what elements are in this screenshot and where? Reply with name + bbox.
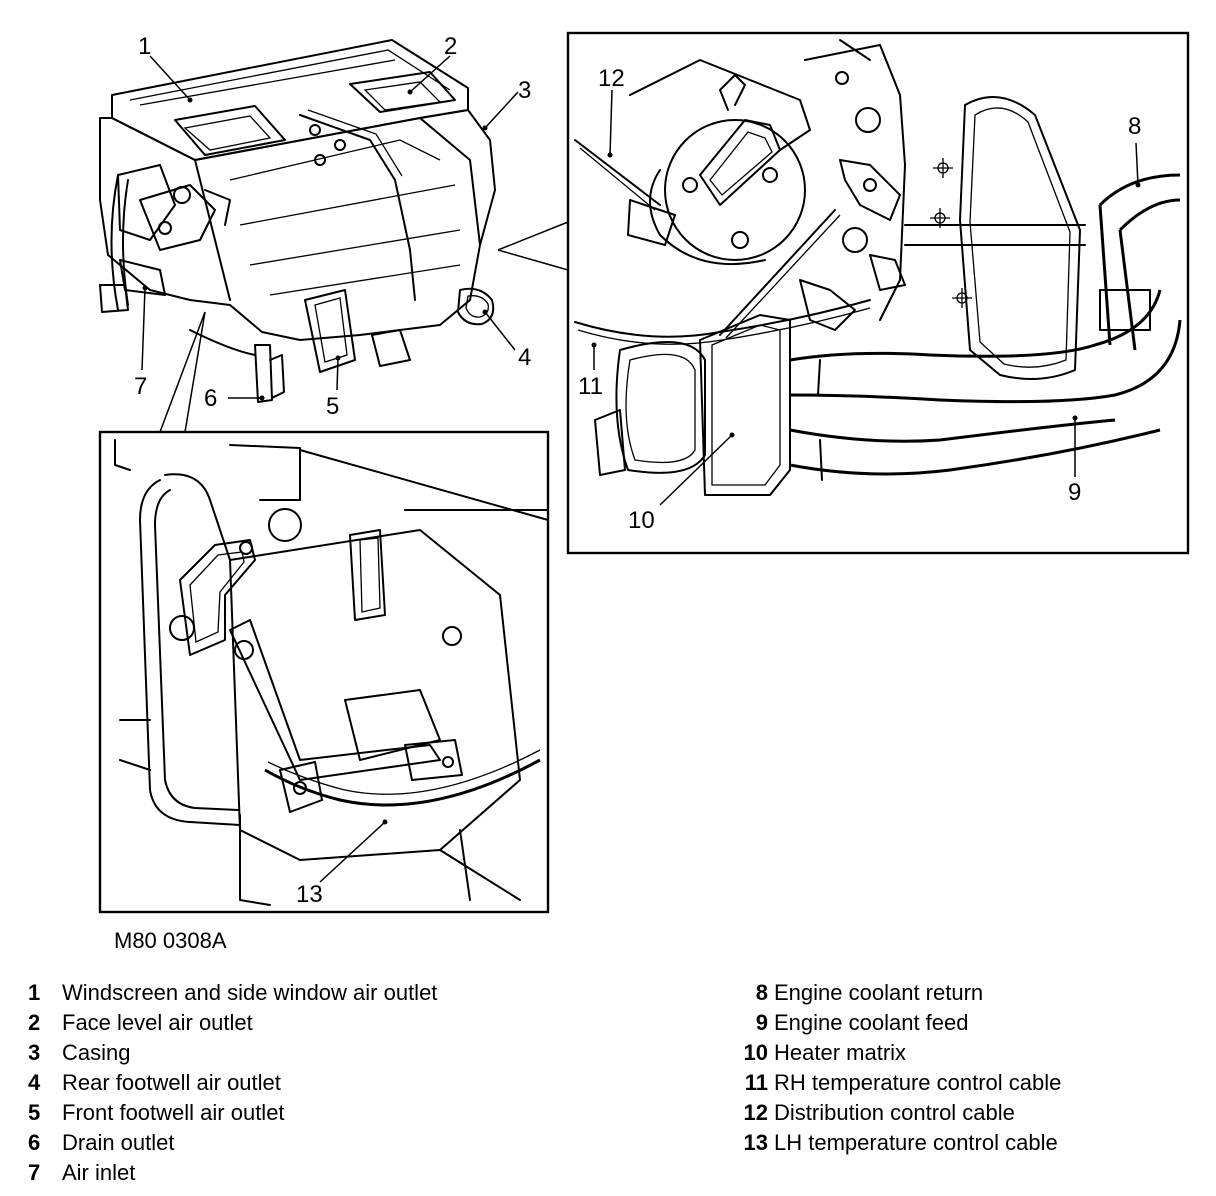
callout-13: 13 [296,881,323,908]
callout-3: 3 [518,77,531,104]
callout-9: 9 [1068,479,1081,506]
legend-item: 6 Drain outlet [28,1128,437,1158]
legend-label: LH temperature control cable [774,1130,1058,1155]
callout-12: 12 [598,65,625,92]
legend-label: Face level air outlet [62,1010,253,1035]
legend-number: 5 [28,1100,41,1125]
heater-assembly-diagram: 1 2 3 4 5 6 7 8 9 10 11 12 13 M80 0308A [98,31,1190,953]
legend-number: 10 [743,1040,768,1065]
legend-item: 3 Casing [28,1038,437,1068]
legend-number: 13 [743,1130,768,1155]
inset-lh-illustration [114,439,549,906]
legend-item: 2 Face level air outlet [28,1008,437,1038]
callout-5: 5 [326,393,339,420]
legend-number: 12 [743,1100,768,1125]
figure-code: M80 0308A [114,928,227,953]
callout-1: 1 [138,33,151,60]
legend-label: Windscreen and side window air outlet [62,980,438,1005]
heater-unit-illustration [99,39,496,403]
legend-number: 7 [28,1160,41,1185]
legend-label: Engine coolant return [774,980,984,1005]
legend-number: 9 [755,1010,768,1035]
callout-7: 7 [134,373,147,400]
legend-label: Heater matrix [774,1040,907,1065]
legend-label: Engine coolant feed [774,1010,969,1035]
callout-leaders [141,55,1141,883]
legend-label: Distribution control cable [774,1100,1015,1125]
callout-11: 11 [578,373,603,400]
legend-label: Casing [62,1040,131,1065]
legend-label: Air inlet [62,1160,136,1185]
callout-8: 8 [1128,113,1141,140]
inset-lh-frame [98,430,550,914]
legend-number: 8 [755,980,768,1005]
legend-number: 3 [28,1040,41,1065]
inset-rh-frame [566,31,1190,555]
legend-number: 2 [28,1010,41,1035]
legend-label: Front footwell air outlet [62,1100,285,1125]
legend-number: 6 [28,1130,41,1155]
callout-10: 10 [628,507,655,534]
legend-left-column: 1 Windscreen and side window air outlet 2… [28,978,437,1188]
legend-number: 11 [744,1070,768,1095]
legend-item: 1 Windscreen and side window air outlet [28,978,437,1008]
legend-item: 5 Front footwell air outlet [28,1098,437,1128]
callout-2: 2 [444,33,457,60]
legend-number: 4 [28,1070,41,1095]
legend-item: 4 Rear footwell air outlet [28,1068,437,1098]
inset-rh-illustration [574,39,1182,496]
legend-label: Rear footwell air outlet [62,1070,281,1095]
legend-label: RH temperature control cable [774,1070,1062,1095]
legend-label: Drain outlet [62,1130,175,1155]
legend-item: 7 Air inlet [28,1158,437,1188]
callout-4: 4 [518,344,531,371]
legend-number: 1 [28,980,41,1005]
callout-labels: 1 2 3 4 5 6 7 8 9 10 11 12 13 M80 0308A [114,33,1141,953]
callout-6: 6 [204,385,217,412]
